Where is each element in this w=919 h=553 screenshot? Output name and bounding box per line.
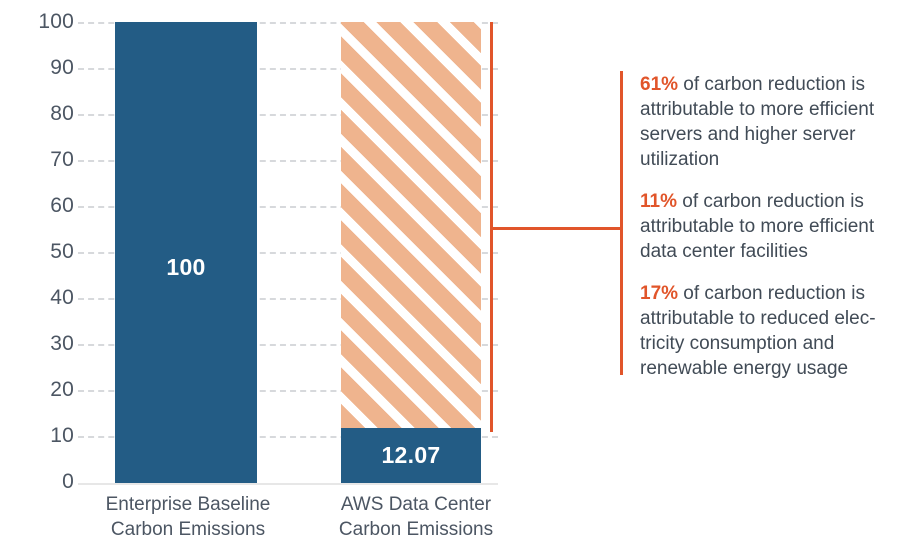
y-tick-label-90: 90 [50, 56, 74, 79]
y-tick-label-10: 10 [50, 424, 74, 447]
bar-value-enterprise-baseline: 100 [166, 254, 206, 280]
bar-aws-reduction-hatch[interactable] [341, 22, 481, 428]
gridline-90 [78, 68, 498, 70]
gridline-80 [78, 114, 498, 116]
axis-baseline [78, 483, 498, 485]
gridline-70 [78, 160, 498, 162]
annotation-servers-percent: 61% [640, 74, 679, 95]
category-label-aws-data-center-line2: Carbon Emissions [338, 519, 494, 540]
callout-horizontal-rule [490, 227, 622, 230]
gridline-60 [78, 206, 498, 208]
y-tick-label-70: 70 [50, 148, 74, 171]
annotation-servers: 61% of carbon reduction is attributable … [640, 72, 902, 172]
gridline-10 [78, 436, 498, 438]
annotation-facilities-percent: 11% [640, 191, 677, 212]
category-label-enterprise-baseline-line1: Enterprise Baseline [105, 494, 271, 515]
gridline-30 [78, 344, 498, 346]
gridline-100 [78, 22, 498, 24]
y-tick-label-0: 0 [62, 470, 74, 493]
category-label-aws-data-center-line1: AWS Data Center [340, 494, 492, 515]
annotation-electricity-percent: 17% [640, 283, 679, 304]
y-tick-label-20: 20 [50, 378, 74, 401]
y-tick-label-30: 30 [50, 332, 74, 355]
callout-right-vertical-rule [620, 71, 623, 375]
annotation-servers-text: of carbon reduction is attributable to m… [640, 74, 875, 170]
y-tick-label-80: 80 [50, 102, 74, 125]
annotation-electricity-text: of carbon reduction is attributable to r… [640, 283, 876, 379]
gridline-20 [78, 390, 498, 392]
category-label-aws-data-center: AWS Data Center Carbon Emissions [306, 492, 526, 542]
y-tick-label-100: 100 [38, 10, 74, 33]
y-tick-label-50: 50 [50, 240, 74, 263]
plot-area: 100 12.07 [78, 0, 498, 553]
category-label-enterprise-baseline: Enterprise Baseline Carbon Emissions [78, 492, 298, 542]
bar-enterprise-baseline[interactable]: 100 [115, 22, 257, 483]
y-axis: 100 90 80 70 60 50 40 30 20 10 0 [0, 0, 74, 553]
gridline-50 [78, 252, 498, 254]
gridline-40 [78, 298, 498, 300]
annotation-facilities-text: of carbon reduction is attributable to m… [640, 191, 875, 262]
y-tick-label-60: 60 [50, 194, 74, 217]
category-label-enterprise-baseline-line2: Carbon Emissions [110, 519, 266, 540]
annotation-electricity: 17% of carbon reduction is attributable … [640, 281, 902, 381]
y-tick-label-40: 40 [50, 286, 74, 309]
bar-value-aws-data-center: 12.07 [381, 442, 441, 468]
bar-aws-data-center[interactable]: 12.07 [341, 428, 481, 483]
annotation-facilities: 11% of carbon reduction is attributable … [640, 189, 902, 264]
